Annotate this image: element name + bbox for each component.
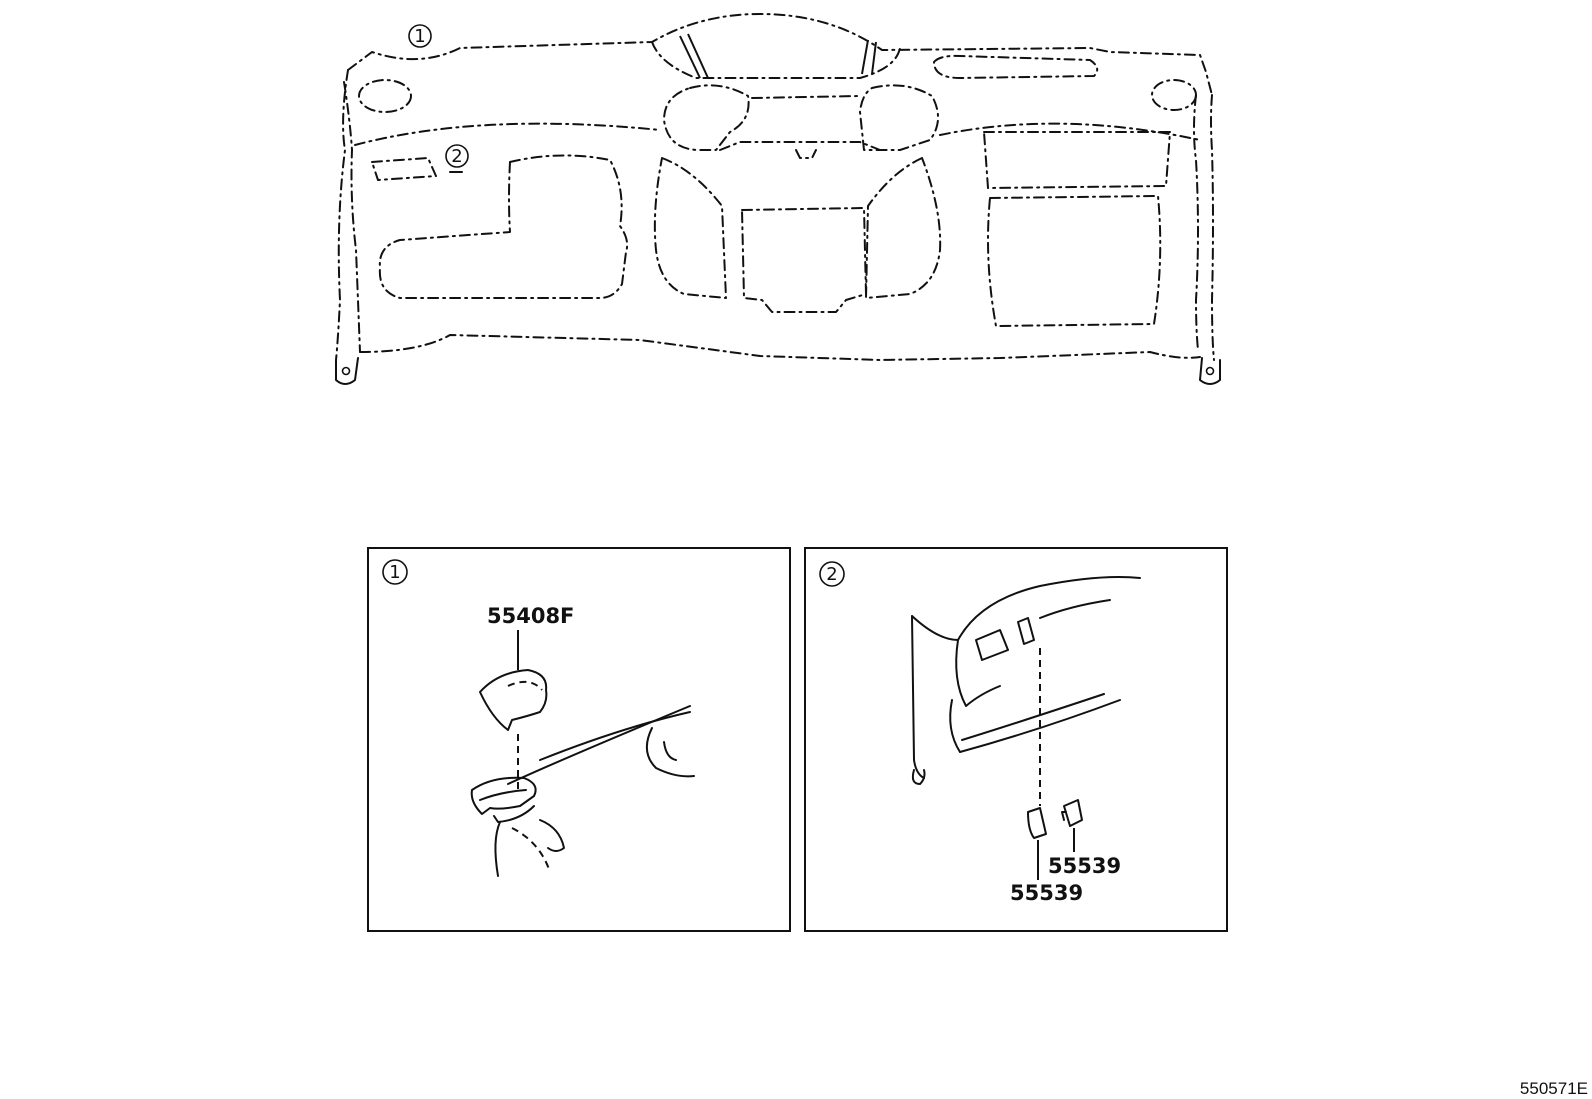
part-55539-clip-b: [1063, 799, 1083, 827]
part-55539-clip-a: [1027, 807, 1047, 839]
detail-2-badge-circle: [819, 561, 845, 587]
figure-reference: 550571E: [1520, 1079, 1588, 1098]
callout-1-circle: [408, 24, 432, 48]
part-number-55539-a: 55539: [1010, 881, 1083, 905]
detail-1-frame: [367, 547, 791, 932]
part-55408F-pad: [479, 669, 548, 731]
part-number-55539-b: 55539: [1048, 854, 1121, 878]
part-number-55408F: 55408F: [487, 604, 574, 628]
callout-2: 2: [451, 146, 462, 167]
detail-panel-2: 2 55539 55539: [804, 547, 1228, 932]
detail-panel-1: 1 55408F: [367, 547, 791, 932]
callout-2-circle: [445, 144, 469, 168]
detail-1-badge: 1: [389, 562, 400, 583]
detail-2-badge: 2: [826, 564, 837, 585]
callout-1: 1: [414, 26, 425, 47]
detail-1-badge-circle: [382, 559, 408, 585]
detail-2-frame: [804, 547, 1228, 932]
instrument-panel-overview: 1 2: [335, 13, 1221, 385]
